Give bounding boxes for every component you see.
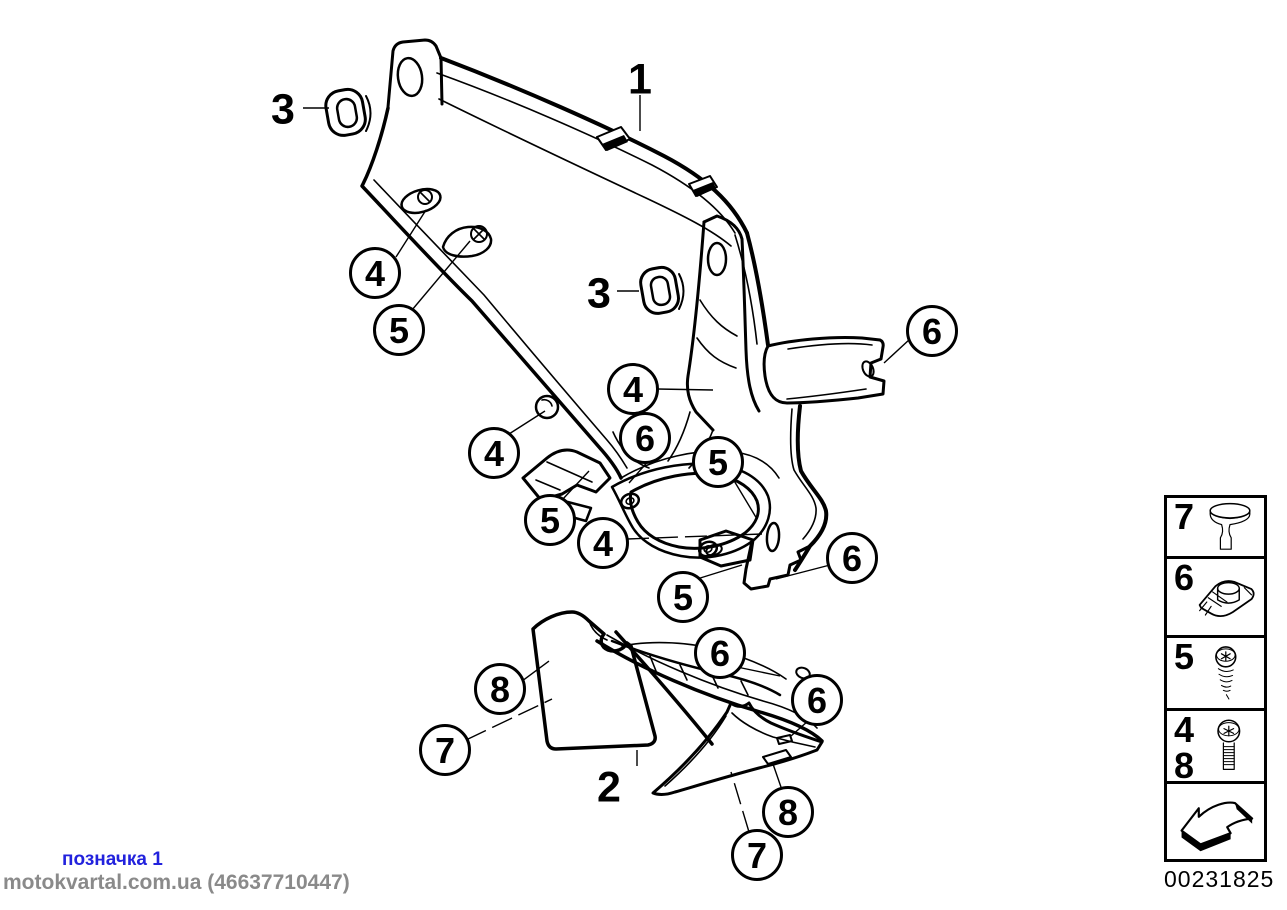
grommet-center bbox=[639, 265, 685, 315]
svg-text:6: 6 bbox=[842, 538, 862, 579]
callout-6: 6 bbox=[694, 627, 746, 679]
part-number-labels: 1 3 3 2 bbox=[271, 55, 652, 811]
callout-6: 6 bbox=[906, 305, 958, 357]
svg-text:7: 7 bbox=[435, 730, 455, 771]
grommet-left bbox=[324, 87, 372, 137]
callout-4: 4 bbox=[468, 427, 520, 479]
torx-screw-icon bbox=[1217, 719, 1241, 770]
callout-6: 6 bbox=[619, 412, 671, 464]
svg-text:5: 5 bbox=[389, 310, 409, 351]
direction-arrow-icon bbox=[1179, 801, 1253, 851]
svg-text:6: 6 bbox=[635, 418, 655, 459]
push-rivet-icon bbox=[1209, 502, 1251, 550]
svg-text:8: 8 bbox=[490, 669, 510, 710]
svg-text:4: 4 bbox=[623, 369, 643, 410]
winglet bbox=[651, 701, 824, 796]
callout-8: 8 bbox=[474, 663, 526, 715]
callout-6: 6 bbox=[826, 532, 878, 584]
svg-text:4: 4 bbox=[593, 523, 613, 564]
self-tapping-screw-icon bbox=[1215, 646, 1237, 700]
callout-6: 6 bbox=[791, 674, 843, 726]
svg-text:4: 4 bbox=[365, 253, 385, 294]
svg-text:7: 7 bbox=[747, 835, 767, 876]
legend-number: 6 bbox=[1174, 557, 1195, 598]
part-label-3: 3 bbox=[587, 269, 611, 317]
main-side-panel bbox=[360, 38, 886, 591]
legend-item-4-8: 4 8 bbox=[1167, 709, 1264, 786]
callout-5: 5 bbox=[657, 571, 709, 623]
callout-4: 4 bbox=[607, 363, 659, 415]
watermark-note[interactable]: позначка 1 bbox=[62, 849, 163, 870]
svg-text:8: 8 bbox=[778, 792, 798, 833]
svg-text:4: 4 bbox=[484, 433, 504, 474]
part-label-3: 3 bbox=[271, 85, 295, 133]
legend-item-6: 6 bbox=[1167, 559, 1264, 638]
svg-text:5: 5 bbox=[673, 577, 693, 618]
legend-item-7: 7 bbox=[1167, 498, 1264, 559]
callout-5: 5 bbox=[692, 436, 744, 488]
svg-text:6: 6 bbox=[710, 633, 730, 674]
callout-7: 7 bbox=[419, 724, 471, 776]
callout-5: 5 bbox=[524, 494, 576, 546]
callout-5: 5 bbox=[373, 304, 425, 356]
watermark-site: motokvartal.com.ua (46637710447) bbox=[3, 871, 350, 894]
leader-lines bbox=[303, 95, 911, 833]
legend-number: 4 bbox=[1174, 709, 1195, 750]
svg-text:5: 5 bbox=[540, 500, 560, 541]
fastener-legend: 7 6 5 4 bbox=[1164, 495, 1267, 862]
svg-text:6: 6 bbox=[807, 680, 827, 721]
legend-number: 7 bbox=[1174, 496, 1195, 537]
part-label-1: 1 bbox=[628, 55, 652, 103]
clip-nut-icon bbox=[1198, 580, 1255, 617]
part-label-2: 2 bbox=[597, 763, 621, 811]
svg-text:5: 5 bbox=[708, 442, 728, 483]
legend-number: 8 bbox=[1174, 745, 1195, 786]
lower-deflector-panel bbox=[531, 610, 657, 751]
svg-text:6: 6 bbox=[922, 311, 942, 352]
legend-item-direction bbox=[1167, 784, 1264, 859]
callout-8: 8 bbox=[762, 786, 814, 838]
legend-number: 5 bbox=[1174, 636, 1195, 677]
diagram-part-number: 00231825 bbox=[1164, 866, 1275, 892]
callout-7: 7 bbox=[731, 829, 783, 881]
callout-4: 4 bbox=[349, 247, 401, 299]
legend-item-5: 5 bbox=[1167, 638, 1264, 711]
callout-4: 4 bbox=[577, 517, 629, 569]
